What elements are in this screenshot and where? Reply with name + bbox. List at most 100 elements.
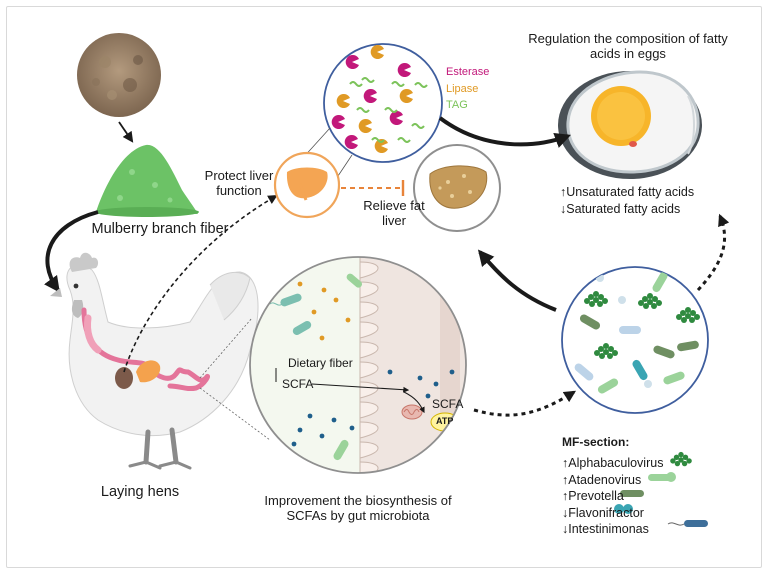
tag-mark <box>356 107 370 113</box>
virus-cluster-mark <box>598 294 604 300</box>
legend-tag: TAG <box>446 99 468 111</box>
villus <box>359 261 379 279</box>
virus-cluster-mark <box>680 310 686 316</box>
mf-to-liver-arrow <box>477 249 557 312</box>
molecule-dot <box>297 427 303 433</box>
molecule-dot <box>333 297 339 303</box>
egg-icon <box>558 70 702 179</box>
bacteria-rod-mark <box>653 345 675 359</box>
villus <box>359 321 379 339</box>
legend-lipase: Lipase <box>446 83 479 95</box>
virus-cluster-mark <box>597 301 603 307</box>
molecule-dot <box>349 425 355 431</box>
enzyme-to-egg-arrow <box>438 116 572 148</box>
villus <box>359 461 379 473</box>
bacteria-rod-mark <box>597 378 619 394</box>
virus-cluster-mark <box>676 314 682 320</box>
mf-item-flavonifractor: ↓Flavonifractor <box>562 505 644 520</box>
virus-cluster-mark <box>678 451 684 458</box>
virus-cluster-mark <box>642 296 648 302</box>
laying-hens-label: Laying hens <box>100 484 180 500</box>
villus <box>359 421 379 439</box>
mulberry-powder-icon <box>77 33 161 117</box>
tag-mark <box>397 137 411 143</box>
virus-cluster-mark <box>608 346 614 352</box>
liver-icon <box>286 167 328 199</box>
virus-cluster-mark <box>589 301 595 307</box>
virus-cluster-mark <box>690 310 696 316</box>
virus-cluster-mark <box>607 353 613 359</box>
fatty-liver-icon <box>429 165 488 209</box>
virus-cluster-mark <box>643 303 649 309</box>
hen-icon <box>50 252 259 470</box>
microbe-cluster-icon <box>561 266 709 414</box>
tag-mark <box>391 81 405 87</box>
virus-cluster-mark <box>651 303 657 309</box>
virus-cluster-mark <box>612 350 618 356</box>
coccus-mark <box>618 296 626 304</box>
molecule-dot <box>321 287 327 293</box>
virus-cluster-mark <box>686 458 692 464</box>
esterase-mark <box>389 111 403 125</box>
bacteria-rod-mark <box>632 359 648 381</box>
mf-item-prevotella: ↑Prevotella <box>562 489 624 503</box>
esterase-mark <box>344 135 358 149</box>
lipase-mark <box>374 138 388 153</box>
tag-mark <box>384 107 398 113</box>
lipase-mark <box>399 89 413 103</box>
fiber-to-hen-arrow <box>44 210 99 293</box>
fatty-acid-item: ↓Saturated fatty acids <box>560 201 681 216</box>
virus-cluster-mark <box>593 291 599 297</box>
gut-zoom-line-bottom <box>199 387 271 441</box>
virus-cluster-mark <box>681 317 687 323</box>
virus-cluster-mark <box>685 307 691 313</box>
bacteria-rod-mark <box>579 314 601 330</box>
lipase-mark <box>336 93 350 109</box>
virus-cluster-mark <box>638 300 644 306</box>
molecule-dot <box>291 441 297 447</box>
virus-cluster-mark <box>594 350 600 356</box>
virus-cluster-mark <box>685 313 691 319</box>
virus-cluster-mark <box>682 454 689 460</box>
mf-item-atadenovirus: ↑Atadenovirus <box>562 472 642 487</box>
virus-cluster-mark <box>647 299 653 305</box>
lipase-mark <box>358 119 372 134</box>
virus-cluster-mark <box>603 343 609 349</box>
esterase-mark <box>363 89 377 103</box>
tag-mark <box>361 77 375 83</box>
molecule-dot <box>345 317 351 323</box>
bacteria-rod-mark <box>574 363 594 381</box>
virus-cluster-mark <box>602 298 608 304</box>
molecule-dot <box>319 433 325 439</box>
virus-cluster-mark <box>652 296 658 302</box>
fatty-liver-circle <box>413 144 501 232</box>
fatty-acid-item: ↑Unsaturated fatty acids <box>560 185 695 199</box>
virus-cluster-mark <box>599 353 605 359</box>
molecule-dot <box>311 309 317 315</box>
villus <box>359 301 379 319</box>
legend-esterase: Esterase <box>446 66 490 78</box>
bacteria-rod-mark <box>619 326 641 334</box>
molecule-dot <box>417 375 423 381</box>
virus-cluster-mark <box>593 297 599 303</box>
virus-cluster-mark <box>694 314 700 320</box>
regulation-label: Regulation the composition of fatty acid… <box>528 31 728 61</box>
mf-section-list: ↑Alphabaculovirus ↑Atadenovirus ↑Prevote… <box>562 455 663 538</box>
dietary-fiber-label: Dietary fiber <box>288 356 353 370</box>
gut-zoom-line-top <box>199 317 253 379</box>
molecule-dot <box>387 369 393 375</box>
lipase-mark <box>370 45 384 59</box>
virus-cluster-mark <box>656 300 662 306</box>
esterase-mark <box>345 55 359 69</box>
virus-cluster-mark <box>647 293 653 299</box>
molecule-dot <box>331 417 337 423</box>
tag-mark <box>414 82 428 88</box>
virus-cluster-mark <box>670 458 676 464</box>
bacteria-rod-mark <box>677 340 699 352</box>
virus-cluster-mark <box>681 460 688 467</box>
gut-to-mf-arrow <box>473 390 577 417</box>
atp-label: ATP <box>436 416 454 426</box>
esterase-mark <box>397 62 411 77</box>
molecule-dot <box>319 335 325 341</box>
